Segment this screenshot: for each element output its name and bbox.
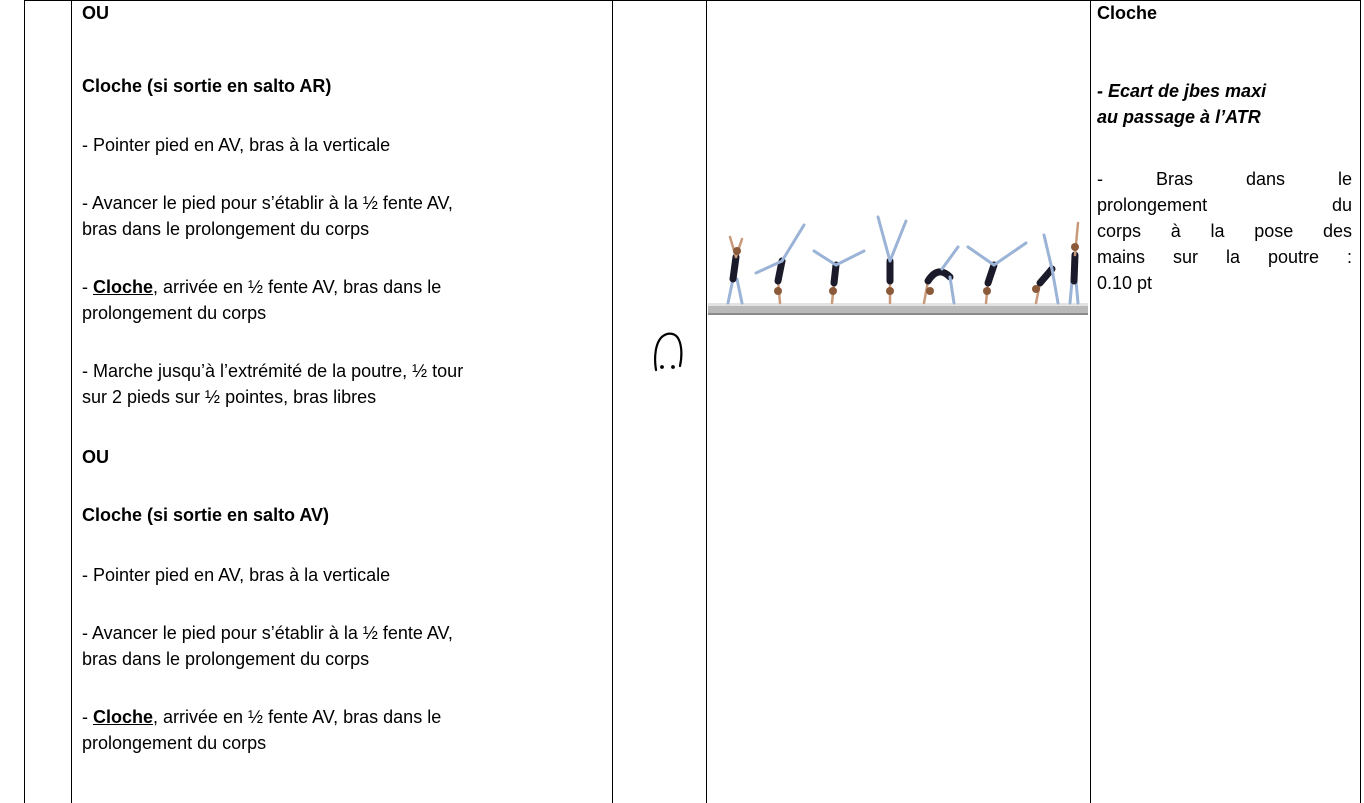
gymnast-walkover-sequence-image <box>708 215 1088 315</box>
word: sur <box>1172 247 1198 267</box>
column-divider-4 <box>1090 0 1091 803</box>
column-divider-1 <box>71 0 72 803</box>
instruction-line: - Avancer le pied pour s’établir à la ½ … <box>82 623 453 643</box>
word: : <box>1346 247 1352 267</box>
instruction-line: - Cloche, arrivée en ½ fente AV, bras da… <box>82 704 441 730</box>
instruction-line: - Marche jusqu’à l’extrémité de la poutr… <box>82 361 464 381</box>
criteria-line: mains sur la poutre : <box>1097 244 1352 270</box>
word: la <box>1210 221 1225 241</box>
criteria-emphasis-line: au passage à l’ATR <box>1097 107 1261 127</box>
instruction-line: - Pointer pied en AV, bras à la vertical… <box>82 135 391 155</box>
criteria-penalty: 0.10 pt <box>1097 273 1153 293</box>
table-border-left <box>24 0 25 803</box>
ou-separator: OU <box>82 447 109 467</box>
dash-prefix: - <box>82 707 93 727</box>
word: poutre <box>1267 247 1319 267</box>
instruction-line: sur 2 pieds sur ½ pointes, bras libres <box>82 387 377 407</box>
instruction-line: - Cloche, arrivée en ½ fente AV, bras da… <box>82 274 441 300</box>
word: - <box>1097 169 1103 189</box>
criteria-line: corps à la pose des <box>1097 218 1352 244</box>
word: le <box>1337 169 1352 189</box>
criteria-line: prolongement du <box>1097 192 1352 218</box>
heading-cloche-salto-ar: Cloche (si sortie en salto AR) <box>82 76 332 96</box>
word: des <box>1322 221 1352 241</box>
column-divider-2 <box>612 0 613 803</box>
word: prolongement <box>1097 195 1208 215</box>
criteria-line: - Bras dans le <box>1097 166 1352 192</box>
criteria-emphasis-line: - Ecart de jbes maxi <box>1097 81 1267 101</box>
word: la <box>1225 247 1240 267</box>
table-border-right <box>1360 0 1361 803</box>
table-border-top <box>24 0 1361 1</box>
instruction-rest: , arrivée en ½ fente AV, bras dans le <box>153 277 442 297</box>
ou-separator: OU <box>82 3 109 23</box>
word: corps <box>1097 221 1142 241</box>
instruction-line: - Pointer pied en AV, bras à la vertical… <box>82 565 391 585</box>
word: pose <box>1254 221 1294 241</box>
word: du <box>1331 195 1352 215</box>
criteria-title: Cloche <box>1097 3 1158 23</box>
instruction-line: prolongement du corps <box>82 303 267 323</box>
instruction-line: prolongement du corps <box>82 733 267 753</box>
word: dans <box>1245 169 1285 189</box>
instruction-line: bras dans le prolongement du corps <box>82 219 370 239</box>
cloche-keyword: Cloche <box>93 707 154 727</box>
column-divider-3 <box>706 0 707 803</box>
heading-cloche-salto-av: Cloche (si sortie en salto AV) <box>82 505 330 525</box>
word: à <box>1170 221 1181 241</box>
word: Bras <box>1155 169 1193 189</box>
instruction-line: - Avancer le pied pour s’établir à la ½ … <box>82 193 453 213</box>
instruction-rest: , arrivée en ½ fente AV, bras dans le <box>153 707 442 727</box>
cloche-keyword: Cloche <box>93 277 154 297</box>
dash-prefix: - <box>82 277 93 297</box>
instruction-line: bras dans le prolongement du corps <box>82 649 370 669</box>
cloche-symbol-icon <box>654 332 683 372</box>
word: mains <box>1097 247 1146 267</box>
